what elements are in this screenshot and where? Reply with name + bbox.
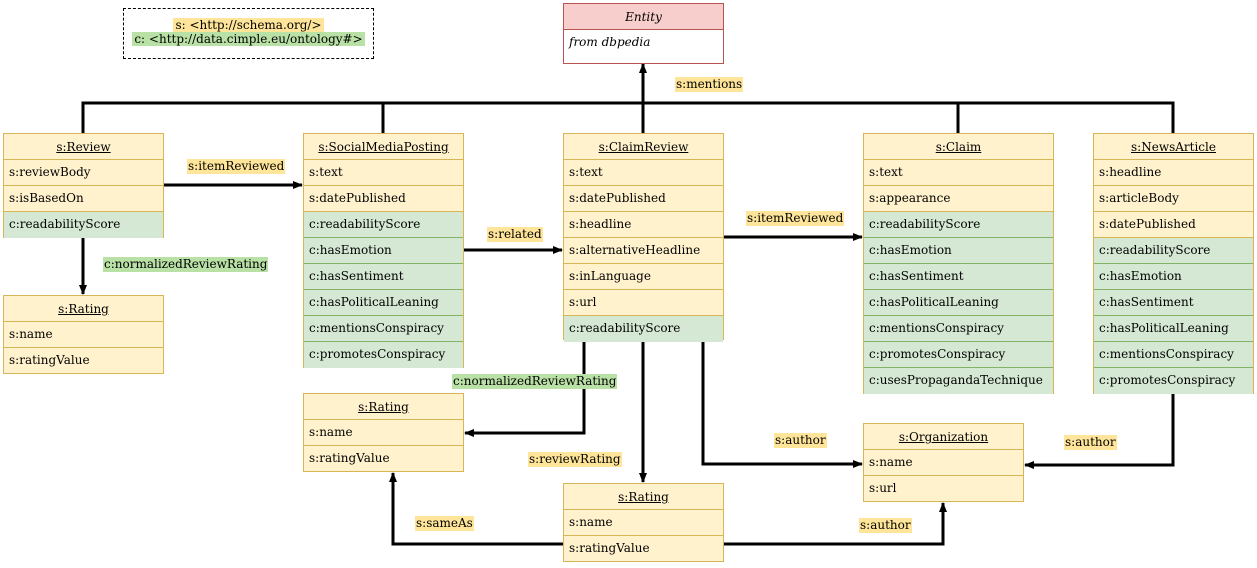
class-title: s:Organization [864,424,1023,450]
class-row: c:promotesConspiracy [1094,368,1253,394]
class-title: s:SocialMediaPosting [304,134,463,160]
schema-prefix-label: s: <http://schema.org/> [173,18,324,32]
related-label: s:related [487,227,543,242]
class-row: s:datePublished [1094,212,1253,238]
class-title: s:NewsArticle [1094,134,1253,160]
class-row: c:readabilityScore [1094,238,1253,264]
class-row: c:hasPoliticalLeaning [1094,316,1253,342]
class-row: c:promotesConspiracy [304,342,463,368]
class-title: s:Rating [4,296,163,322]
class-row: s:url [869,481,897,495]
author-label-claim-review: s:author [774,433,827,448]
class-row: s:articleBody [1094,186,1253,212]
review-rating-class: s:Rating s:name s:ratingValue [3,295,164,374]
normalized-rating-label-claim-review: c:normalizedReviewRating [452,374,618,389]
author-edge-claim-review [701,340,863,468]
class-row: from dbpedia [569,35,651,49]
class-row: c:promotesConspiracy [864,342,1053,368]
class-row: s:reviewBody [4,160,163,186]
class-row: c:hasPoliticalLeaning [864,290,1053,316]
social-media-posting-class: s:SocialMediaPosting s:text s:datePublis… [303,133,464,368]
class-title: Entity [564,4,723,30]
normalized-rating-edge-claim-review [464,340,586,437]
mentions-label: s:mentions [675,77,744,92]
class-row: s:datePublished [304,186,463,212]
class-row: c:mentionsConspiracy [1094,342,1253,368]
class-row: c:hasEmotion [304,238,463,264]
class-row: s:name [564,510,723,536]
class-title: s:Rating [564,484,723,510]
class-row: s:datePublished [564,186,723,212]
class-row: c:mentionsConspiracy [304,316,463,342]
class-row: c:usesPropagandaTechnique [864,368,1053,394]
class-title: s:Rating [304,394,463,420]
claim-review-class: s:ClaimReview s:text s:datePublished s:h… [563,133,724,342]
entity-class: Entity from dbpedia [563,3,724,64]
class-row: c:hasEmotion [864,238,1053,264]
smp-rating-class: s:Rating s:name s:ratingValue [303,393,464,472]
class-row: c:hasSentiment [864,264,1053,290]
item-reviewed-label-review: s:itemReviewed [187,159,286,174]
normalized-rating-label-review: c:normalizedReviewRating [103,257,269,272]
namespace-legend: s: <http://schema.org/> c: <http://data.… [123,8,374,59]
class-row: c:readabilityScore [564,316,723,342]
mentions-bus [81,101,1175,133]
same-as-label: s:sameAs [415,516,474,531]
class-row: s:inLanguage [564,264,723,290]
class-row: c:hasPoliticalLeaning [304,290,463,316]
claim-class: s:Claim s:text s:appearance c:readabilit… [863,133,1054,394]
class-title: s:Claim [864,134,1053,160]
review-rating-label: s:reviewRating [528,452,622,467]
review-class: s:Review s:reviewBody s:isBasedOn c:read… [3,133,164,238]
class-row: s:text [864,160,1053,186]
class-title: s:ClaimReview [564,134,723,160]
author-edge-news-article [1024,394,1175,469]
author-edge-rating [723,502,947,546]
class-row: s:name [4,322,163,348]
class-row: s:text [304,160,463,186]
class-row: c:readabilityScore [4,212,163,238]
class-row: c:hasEmotion [1094,264,1253,290]
cimple-prefix-label: c: <http://data.cimple.eu/ontology#> [132,32,365,46]
organization-class: s:Organization s:name s:url [863,423,1024,502]
class-row: s:text [564,160,723,186]
class-row: c:mentionsConspiracy [864,316,1053,342]
class-row: c:hasSentiment [1094,290,1253,316]
class-row: s:alternativeHeadline [564,238,723,264]
class-row: s:headline [564,212,723,238]
class-row: s:headline [1094,160,1253,186]
same-as-edge [389,472,563,546]
class-row: s:name [864,450,1023,476]
class-row: s:url [564,290,723,316]
class-row: c:readabilityScore [304,212,463,238]
class-row: c:hasSentiment [304,264,463,290]
author-label-rating: s:author [859,518,912,533]
class-row: s:isBasedOn [4,186,163,212]
news-article-class: s:NewsArticle s:headline s:articleBody s… [1093,133,1254,394]
class-row: s:appearance [864,186,1053,212]
claim-review-rating-class: s:Rating s:name s:ratingValue [563,483,724,562]
author-label-news-article: s:author [1064,435,1117,450]
class-row: s:ratingValue [309,451,390,465]
class-title: s:Review [4,134,163,160]
class-row: s:name [304,420,463,446]
class-row: c:readabilityScore [864,212,1053,238]
item-reviewed-label-claim: s:itemReviewed [746,211,845,226]
class-row: s:ratingValue [9,353,90,367]
class-row: s:ratingValue [569,541,650,555]
